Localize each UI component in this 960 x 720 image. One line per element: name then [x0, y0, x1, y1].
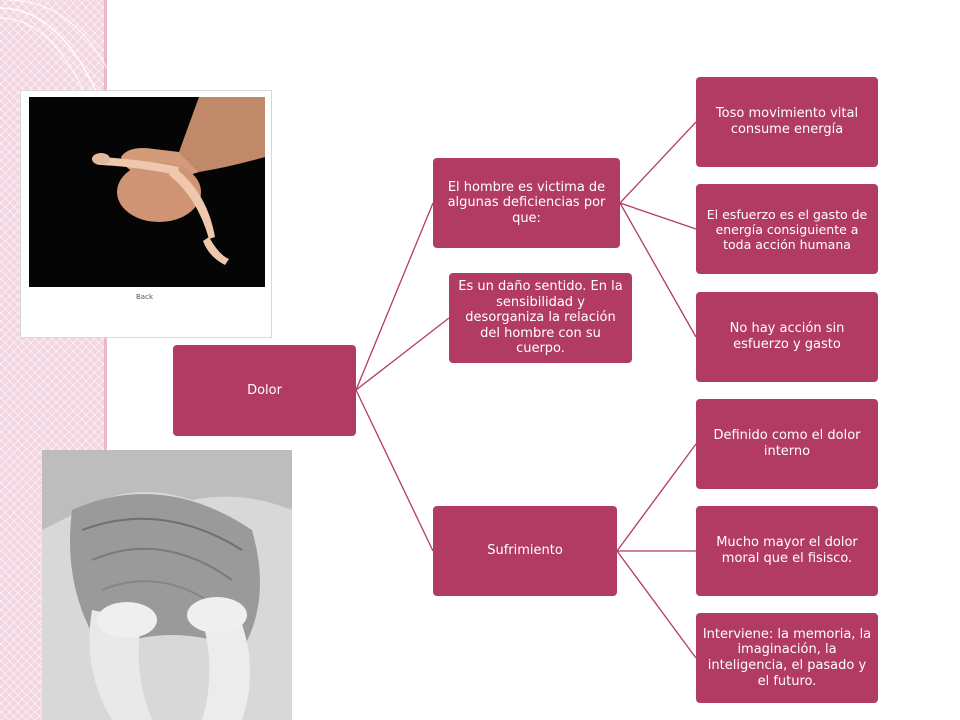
- connector-root-branch1: [355, 202, 434, 391]
- photo-hand-figure: Back: [20, 90, 272, 338]
- photo-person-holding-head: [42, 450, 292, 720]
- node-esfuerzo-gasto[interactable]: El esfuerzo es el gasto de energía consi…: [696, 184, 878, 274]
- connector-branch3-child1: [616, 443, 697, 552]
- photo-hand-figure-image: [29, 97, 265, 287]
- connector-root-branch2: [355, 317, 450, 391]
- corner-ornament: [0, 0, 109, 105]
- node-branch-dano-sentido[interactable]: Es un daño sentido. En la sensibilidad y…: [449, 273, 632, 363]
- node-dolor-interno[interactable]: Definido como el dolor interno: [696, 399, 878, 489]
- connector-branch3-child3: [616, 550, 697, 659]
- connector-branch1-child1: [619, 121, 697, 204]
- connector-branch1-child3: [619, 202, 697, 338]
- photo-caption: Back: [136, 293, 153, 301]
- node-dolor-moral[interactable]: Mucho mayor el dolor moral que el fisisc…: [696, 506, 878, 596]
- node-movimiento-vital[interactable]: Toso movimiento vital consume energía: [696, 77, 878, 167]
- node-root-dolor[interactable]: Dolor: [173, 345, 356, 436]
- node-interviene-memoria[interactable]: Interviene: la memoria, la imaginación, …: [696, 613, 878, 703]
- node-branch-sufrimiento[interactable]: Sufrimiento: [433, 506, 617, 596]
- node-branch-deficiencias[interactable]: El hombre es victima de algunas deficien…: [433, 158, 620, 248]
- connector-branch1-child2: [619, 202, 697, 230]
- node-accion-sin-esfuerzo[interactable]: No hay acción sin esfuerzo y gasto: [696, 292, 878, 382]
- decorative-band-edge: [104, 0, 107, 720]
- connector-root-branch3: [355, 389, 434, 552]
